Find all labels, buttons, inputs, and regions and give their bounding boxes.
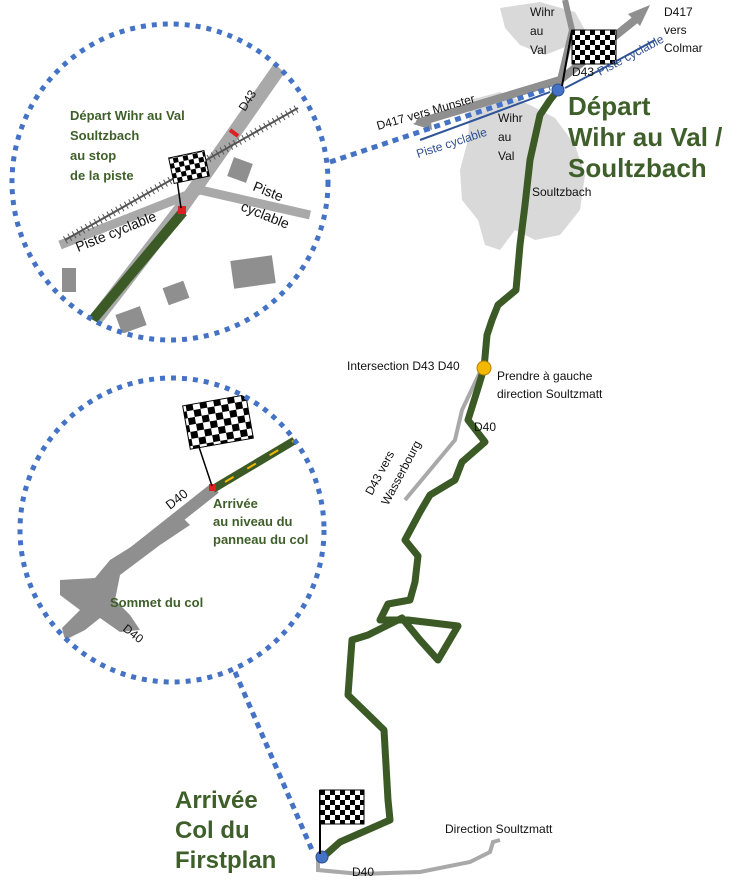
inset-building [230, 255, 276, 289]
inset-finish: D40 Arrivée au niveau du panneau du col … [17, 375, 327, 685]
bike-path-left [419, 91, 551, 141]
checkered-flag-icon [182, 394, 254, 450]
inset-caption-4: de la piste [70, 168, 134, 183]
inset-route [76, 208, 187, 339]
inset-start: D43 Piste cyclable Piste cyclable Départ… [9, 21, 331, 343]
label-direction-soultzmatt: Direction Soultzmatt [445, 822, 553, 836]
inset-start-border [9, 21, 331, 343]
label-soultzbach: Soultzbach [532, 185, 591, 199]
road-d43-wasserbourg [403, 367, 484, 502]
label-wihr-north-3: Val [530, 43, 546, 57]
inset-building [62, 268, 76, 292]
label-d417-colmar-3: Colmar [664, 41, 703, 55]
bike-paths [419, 39, 656, 141]
route-line [318, 86, 562, 862]
intersection-marker [476, 360, 492, 376]
road-d40-soultzmatt [316, 838, 501, 877]
start-flag [561, 29, 617, 87]
inset-arrival-1: Arrivée [213, 496, 258, 511]
label-d417-colmar-1: D417 [664, 5, 693, 19]
finish-title-line3: Firstplan [175, 847, 276, 874]
inset-road-d40 [101, 483, 219, 580]
finish-title-line1: Arrivée [175, 787, 258, 814]
label-wihr-south-1: Wihr [498, 111, 523, 125]
inset-summit-label: Sommet du col [110, 595, 203, 610]
finish-title: Arrivée Col du Firstplan [175, 787, 276, 874]
bike-path-right [564, 39, 656, 89]
finish-marker [315, 850, 329, 864]
label-d40-mid: D40 [474, 420, 496, 434]
label-intersection: Intersection D43 D40 [347, 359, 460, 373]
label-turn-left-1: Prendre à gauche [497, 369, 593, 383]
inset-arrival-2: au niveau du [213, 514, 293, 529]
inset-building [115, 306, 147, 334]
checkered-flag-icon [319, 789, 365, 825]
checkered-flag-icon [168, 149, 210, 185]
inset-bike-path [58, 185, 311, 250]
start-title-line1: Départ [568, 91, 651, 121]
label-wihr-south-3: Val [498, 149, 514, 163]
start-title-line2: Wihr au Val / [568, 122, 722, 152]
label-d43-top: D43 [572, 65, 594, 79]
inset-crossing-mark [228, 128, 240, 138]
checkered-flag-icon [571, 29, 617, 65]
inset-summit-area [60, 515, 190, 640]
label-turn-left-2: direction Soultzmatt [497, 387, 603, 401]
finish-title-line2: Col du [175, 817, 250, 844]
label-wihr-south-2: au [498, 130, 511, 144]
label-d417-colmar-2: vers [664, 23, 687, 37]
inset-building [162, 280, 190, 306]
inset-arrival-mark [209, 484, 216, 491]
inset-arrival-3: panneau du col [213, 532, 308, 547]
connector-start-inset [329, 85, 551, 165]
start-marker [551, 83, 565, 97]
start-title: Départ Wihr au Val / Soultzbach [568, 91, 722, 183]
inset-stop-mark [178, 206, 186, 214]
inset-caption-3: au stop [70, 148, 116, 163]
finish-flag [319, 789, 365, 854]
inset-building [227, 157, 253, 183]
village-wihr-au-val-north [500, 2, 585, 55]
label-wihr-north-2: au [530, 24, 543, 38]
label-d40-bottom: D40 [352, 865, 374, 879]
inset-caption-1: Départ Wihr au Val [70, 108, 185, 123]
arrow-d417-west-icon [413, 113, 432, 130]
inset-finish-border [17, 375, 327, 685]
village-soultzbach [460, 92, 585, 250]
inset-caption-2: Soultzbach [70, 128, 139, 143]
village-areas [460, 2, 585, 250]
arrow-d417-east-icon [628, 5, 650, 26]
label-wihr-north-1: Wihr [530, 5, 555, 19]
start-title-line3: Soultzbach [568, 153, 707, 183]
